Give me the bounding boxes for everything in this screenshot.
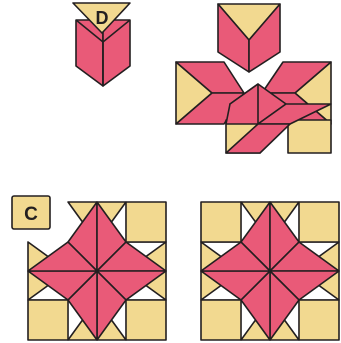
corner-square [28,300,68,340]
step-c-label: C [12,196,50,229]
corner-square [201,300,241,340]
label-c: C [24,204,38,225]
star-block-complete [201,202,339,340]
corner-square [126,202,166,242]
corner-square [299,300,339,340]
label-d: D [96,8,109,28]
pinwheel-assembly [176,4,331,153]
corner-square [201,202,241,242]
corner-square [299,202,339,242]
corner-square [126,300,166,340]
